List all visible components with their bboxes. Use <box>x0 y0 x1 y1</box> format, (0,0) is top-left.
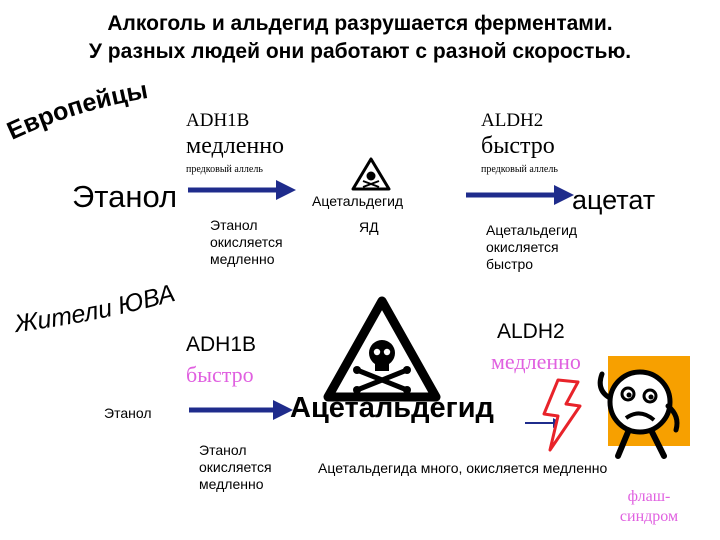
eu-adh1b-name: ADH1B <box>186 110 250 131</box>
eu-poison-label: ЯД <box>359 219 379 235</box>
eu-hazard-skull-icon <box>351 157 391 191</box>
eu-substrate: Этанол <box>72 179 178 214</box>
as-intermediate: Ацетальдегид <box>290 392 494 424</box>
asians-label-text: Жители ЮВА <box>11 282 178 338</box>
as-adh1b-name: ADH1B <box>186 333 257 356</box>
eu-aldh2-allele: предковый аллель <box>481 164 558 175</box>
eu-intermediate: Ацетальдегид <box>312 193 404 209</box>
eu-acetaldehyde-note: Ацетальдегид окисляется быстро <box>486 222 578 272</box>
eu-aldh2-name: ALDH2 <box>481 110 544 131</box>
title-line-1: Алкоголь и альдегид разрушается фермента… <box>107 12 613 35</box>
eu-arrow-2 <box>466 185 574 205</box>
as-aldh2-name: ALDH2 <box>497 320 565 343</box>
as-outcome: флаш- синдром <box>619 488 679 525</box>
as-substrate: Этанол <box>104 405 152 421</box>
as-acetaldehyde-note: Ацетальдегида много, окисляется медленно <box>318 460 608 476</box>
asians-label: Жители ЮВА <box>11 282 178 338</box>
eu-arrow-1 <box>188 180 296 200</box>
lightning-icon <box>542 378 582 452</box>
europeans-label: Европейцы <box>3 80 150 145</box>
europeans-label-text: Европейцы <box>3 80 150 145</box>
svg-text:Европейцы: Европейцы <box>3 80 150 145</box>
as-hazard-skull-icon <box>323 296 441 402</box>
eu-aldh2-speed: быстро <box>481 133 555 159</box>
title-line-2: У разных людей они работают с разной ско… <box>88 40 632 63</box>
eu-product: ацетат <box>572 185 656 215</box>
as-adh1b-speed: быстро <box>186 362 254 387</box>
eu-adh1b-allele: предковый аллель <box>186 164 263 175</box>
sad-face-icon <box>597 356 690 459</box>
eu-ethanol-note: Этанол окисляется медленно <box>210 217 283 267</box>
as-ethanol-note: Этанол окисляется медленно <box>199 442 272 492</box>
eu-adh1b-speed: медленно <box>186 133 285 159</box>
svg-text:Жители ЮВА: Жители ЮВА <box>11 282 178 338</box>
as-arrow-1 <box>189 400 293 420</box>
as-aldh2-speed: медленно <box>491 349 581 374</box>
